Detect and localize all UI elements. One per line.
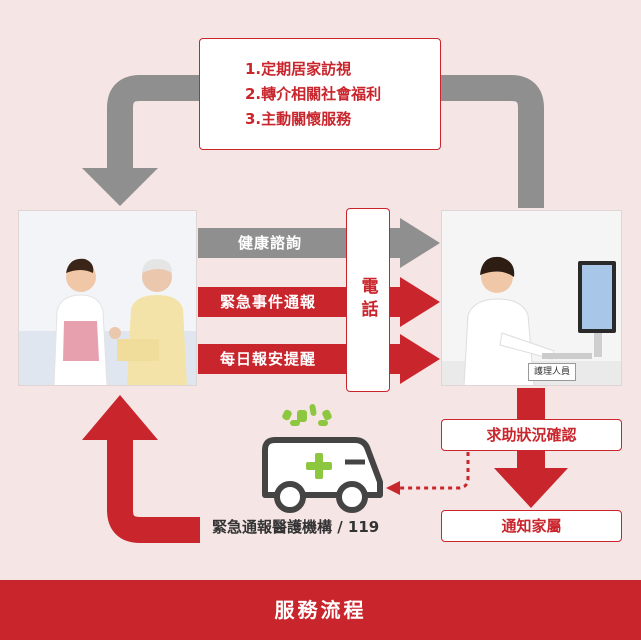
footer-title: 服務流程 <box>0 580 641 640</box>
phone-box: 電話 <box>346 208 390 392</box>
emergency-arrowhead <box>400 277 440 327</box>
consult-label: 健康諮詢 <box>238 234 303 252</box>
help-confirm-box: 求助狀況確認 <box>441 419 622 451</box>
service-item: 2.轉介相關社會福利 <box>245 84 382 103</box>
gray-loop-arrowhead <box>82 168 158 206</box>
emergency-report-label: 緊急事件通報 <box>220 293 317 311</box>
red-loop-arrow <box>107 438 200 543</box>
service-item: 1.定期居家訪視 <box>245 59 352 78</box>
caregiver-elder-photo <box>18 210 197 386</box>
nurse-computer-photo: 護理人員 <box>441 210 622 386</box>
phone-label: 電話 <box>357 277 378 323</box>
dotted-connector-arrowhead <box>386 481 400 495</box>
emergency-org-label: 緊急通報醫護機構 / 119 <box>212 518 380 536</box>
services-box: 1.定期居家訪視 2.轉介相關社會福利 3.主動關懷服務 <box>199 38 441 150</box>
daily-reminder-label: 每日報安提醒 <box>220 350 317 368</box>
medical-cross-icon <box>306 453 332 479</box>
notify-arrowhead <box>494 468 568 508</box>
notify-family-box: 通知家屬 <box>441 510 622 542</box>
caregiver-elder-illustration <box>19 211 196 385</box>
reminder-arrowhead <box>400 334 440 384</box>
staff-badge: 護理人員 <box>528 363 576 381</box>
consult-arrowhead <box>400 218 440 268</box>
service-item: 3.主動關懷服務 <box>245 109 352 128</box>
red-loop-arrowhead <box>82 395 158 440</box>
nurse-computer-illustration <box>442 211 621 385</box>
dotted-connector <box>400 452 470 490</box>
